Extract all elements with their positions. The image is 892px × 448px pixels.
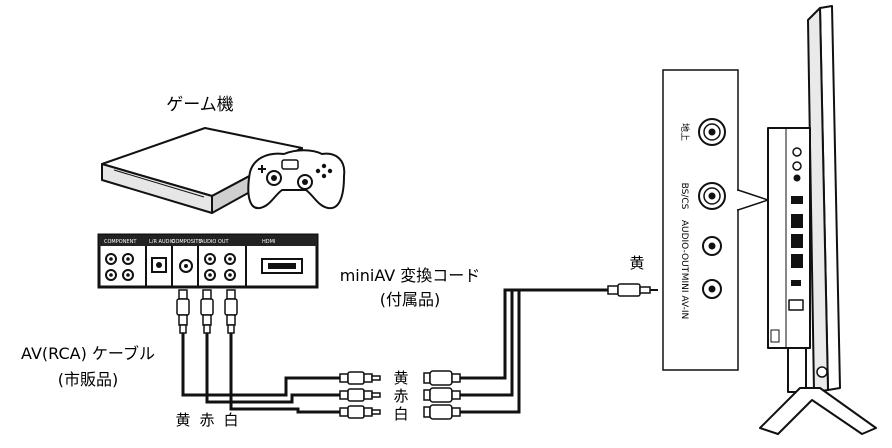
svg-text:L/R AUDIO: L/R AUDIO [149, 239, 175, 245]
miniav-cord-label: miniAV 変換コード [340, 266, 481, 285]
av-cable-label: AV(RCA) ケーブル [21, 344, 155, 363]
tv-port-label-terrestrial: 地上 [679, 123, 691, 141]
tv-side-view [759, 5, 877, 435]
rca-plugs-middle-left [339, 371, 381, 419]
game-console-label: ゲーム機 [166, 95, 234, 115]
plug-color-yellow-mid: 黄 [393, 369, 408, 387]
av-rca-cable [181, 333, 340, 414]
tv-port-label-mini-av-in: MINI AV-IN [679, 273, 689, 320]
plug-color-white-mid: 白 [393, 405, 408, 423]
plug-color-red-mid: 赤 [393, 387, 408, 405]
svg-text:COMPOSITE: COMPOSITE [172, 239, 202, 245]
plug-color-white-bottom: 白 [223, 411, 238, 429]
miniav-cord-note: (付属品) [380, 290, 441, 309]
rca-plugs-console [176, 289, 238, 334]
svg-text:AUDIO OUT: AUDIO OUT [200, 239, 230, 245]
game-console-illustration [101, 127, 346, 214]
miniav-plug [607, 283, 658, 297]
miniav-cord [460, 288, 608, 414]
tv-port-label-bscs: BS/CS [679, 183, 689, 210]
av-cable-note: (市販品) [58, 370, 119, 389]
plug-color-yellow-bottom: 黄 [175, 411, 190, 429]
rca-jacks-miniav-cord [423, 370, 461, 420]
tv-port-label-audio-out: AUDIO-OUT [679, 220, 689, 273]
plug-color-yellow-tv: 黄 [629, 254, 644, 272]
tv-port-callout: 地上 BS/CS AUDIO-OUT MINI AV-IN [662, 69, 771, 371]
svg-text:COMPONENT: COMPONENT [104, 239, 137, 245]
plug-color-red-bottom: 赤 [199, 411, 214, 429]
svg-text:HDMI: HDMI [262, 239, 275, 245]
console-rear-panel: COMPONENT L/R AUDIO COMPOSITE AUDIO OUT … [97, 233, 319, 289]
